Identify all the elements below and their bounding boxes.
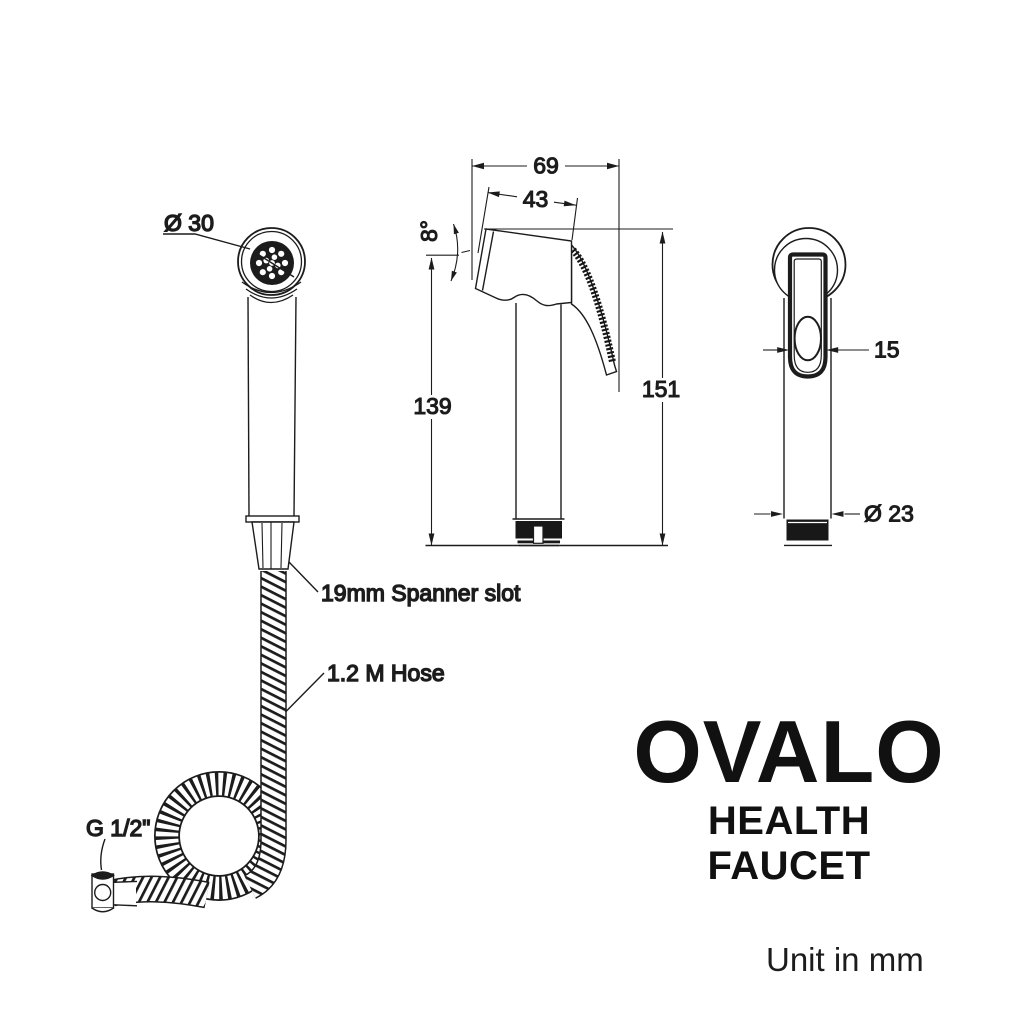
head-diameter-label: Ø 30 [164, 210, 214, 236]
dim-text-69: 69 [533, 153, 559, 179]
hose-length-label: 1.2 M Hose [327, 660, 445, 686]
dia30-leader-line [163, 233, 251, 250]
trigger-side [570, 243, 618, 376]
spanner-nut [251, 521, 295, 570]
handle-front [245, 296, 300, 570]
dim-body-diameter: Ø 23 [754, 500, 914, 527]
head-side [474, 228, 573, 307]
spanner-leader-line [288, 561, 319, 593]
inlet-connector [90, 871, 115, 913]
handle-side [512, 303, 565, 547]
side-view-drawing: 69 43 8° 139 [413, 152, 681, 547]
hose-leader-line [285, 672, 325, 713]
thread-notch [532, 525, 544, 544]
dim-head-angle: 8° [415, 219, 471, 282]
trigger-thumb-oval [793, 315, 822, 362]
inlet-leader-line [100, 838, 106, 871]
hose-vertical-run [243, 571, 287, 899]
hose-inlet-run [109, 875, 210, 909]
dim-overall-height: 151 [484, 228, 681, 546]
front-view-drawing: Ø 30 19mm Spanner slot 1.2 M Hose G 1/2" [85, 209, 522, 913]
spray-nozzle-holes [255, 246, 289, 280]
dim-text-angle: 8° [416, 220, 442, 242]
trigger-back [787, 252, 828, 379]
dim-text-151: 151 [642, 376, 680, 402]
dim-overall-width: 69 [471, 152, 620, 392]
unit-note: Unit in mm [766, 941, 924, 978]
dia30-diameter-line [253, 250, 295, 278]
spanner-slot-label: 19mm Spanner slot [321, 580, 521, 606]
dim-text-dia23: Ø 23 [864, 501, 914, 527]
back-view-drawing: 15 Ø 23 [754, 227, 914, 547]
dim-head-width: 43 [477, 185, 579, 254]
dim-text-43: 43 [523, 186, 549, 212]
dim-trigger-width: 15 [763, 336, 900, 363]
inlet-thread-label: G 1/2" [86, 815, 150, 841]
spray-face-edge [481, 231, 495, 291]
handle-back [783, 298, 832, 519]
threads-back [784, 519, 832, 547]
trigger-grip-texture [570, 247, 616, 363]
brand-product-line: HEALTH FAUCET [707, 799, 871, 888]
brand-block: OVALO HEALTH FAUCET [625, 708, 953, 889]
dim-text-15: 15 [874, 337, 900, 363]
dim-text-139: 139 [413, 393, 451, 419]
spray-head-front [237, 227, 306, 304]
brand-name: OVALO [633, 702, 945, 801]
dim-body-height: 139 [413, 257, 452, 546]
